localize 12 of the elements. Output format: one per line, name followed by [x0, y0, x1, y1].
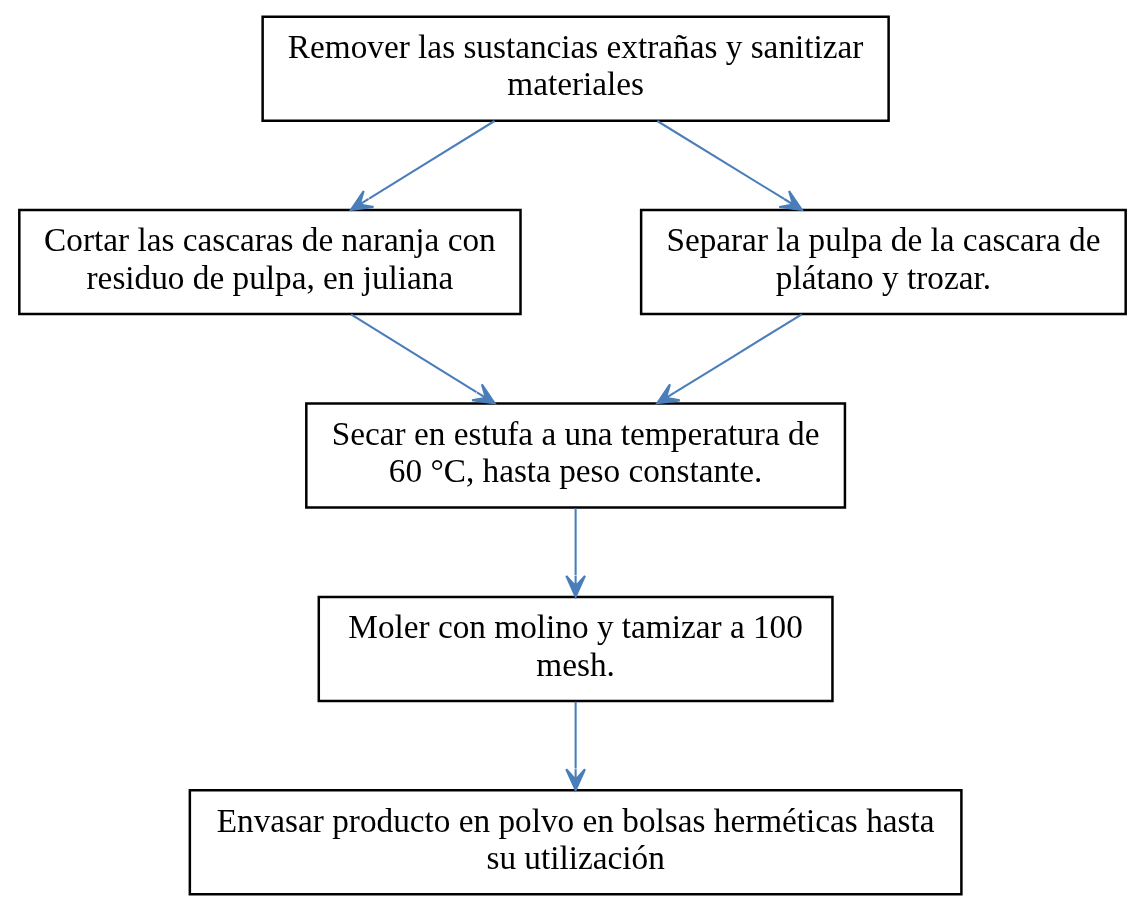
node-box: Moler con molino y tamizar a 100 mesh.	[317, 595, 834, 703]
node-box: Separar la pulpa de la cascara de plátano y trozar.	[639, 208, 1127, 316]
node-box: Cortar las cascaras de naranja con residuo de pulpa, en juliana	[18, 208, 522, 316]
arrow	[565, 508, 586, 598]
arrow	[565, 701, 586, 792]
arrow	[350, 313, 496, 405]
node-box: Remover las sustancias extrañas y sanitizar materiales	[261, 15, 890, 122]
node-box: Envasar producto en polvo en bolsas herméticas hasta su utilización	[188, 789, 963, 896]
node-box: Secar en estufa a una temperatura de 60 °C, hasta peso constante.	[305, 402, 847, 509]
arrow	[349, 120, 496, 211]
arrow	[656, 120, 803, 211]
arrow	[656, 313, 803, 405]
